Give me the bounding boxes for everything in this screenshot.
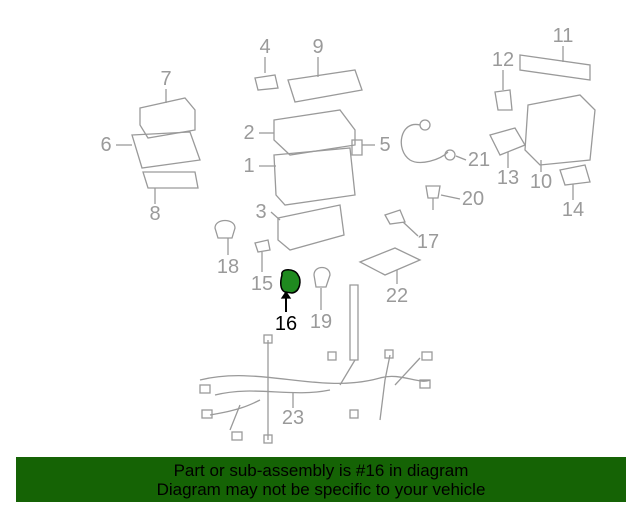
part-16-highlighted [280,269,301,312]
callout-16[interactable]: 16 [274,313,298,335]
callout-14[interactable]: 14 [561,199,585,221]
callout-13[interactable]: 13 [496,167,520,189]
callout-23[interactable]: 23 [281,407,305,429]
part-18 [214,219,236,239]
callout-1[interactable]: 1 [243,155,255,177]
part-21 [400,123,449,164]
part-11 [519,54,591,81]
part-13 [489,127,526,156]
part-4 [254,74,279,91]
part-23 [199,334,433,444]
callout-19[interactable]: 19 [309,311,333,333]
callout-21[interactable]: 21 [467,149,491,171]
part-info-banner: Part or sub-assembly is #16 in diagram D… [16,457,626,502]
callout-6[interactable]: 6 [100,134,112,156]
part-3 [277,204,345,251]
banner-line-disclaimer: Diagram may not be specific to your vehi… [156,480,486,499]
banner-line-part: Part or sub-assembly is #16 in diagram [173,461,469,480]
callout-7[interactable]: 7 [160,68,172,90]
part-2 [273,109,356,156]
callout-12[interactable]: 12 [491,49,515,71]
part-14 [559,164,591,186]
part-19 [313,266,331,288]
part-9 [287,69,363,103]
callout-15[interactable]: 15 [250,273,274,295]
callout-2[interactable]: 2 [243,122,255,144]
part-17 [384,209,406,225]
part-8 [142,171,199,189]
callout-8[interactable]: 8 [149,203,161,225]
part-12 [494,89,513,111]
callout-3[interactable]: 3 [255,201,267,223]
part-10 [524,94,596,166]
part-20 [425,185,441,199]
part-15 [254,239,271,253]
callout-22[interactable]: 22 [385,285,409,307]
callout-18[interactable]: 18 [216,256,240,278]
callout-4[interactable]: 4 [259,36,271,58]
part-22 [358,247,422,276]
callout-11[interactable]: 11 [552,25,574,47]
part-5 [351,139,363,156]
callout-20[interactable]: 20 [461,188,485,210]
wire-harness-mast [349,284,359,361]
callout-10[interactable]: 10 [529,171,553,193]
part-7 [139,97,196,139]
callout-9[interactable]: 9 [312,36,324,58]
part-1 [273,147,356,206]
part-6 [131,131,201,169]
callout-17[interactable]: 17 [416,231,440,253]
callout-5[interactable]: 5 [379,134,391,156]
